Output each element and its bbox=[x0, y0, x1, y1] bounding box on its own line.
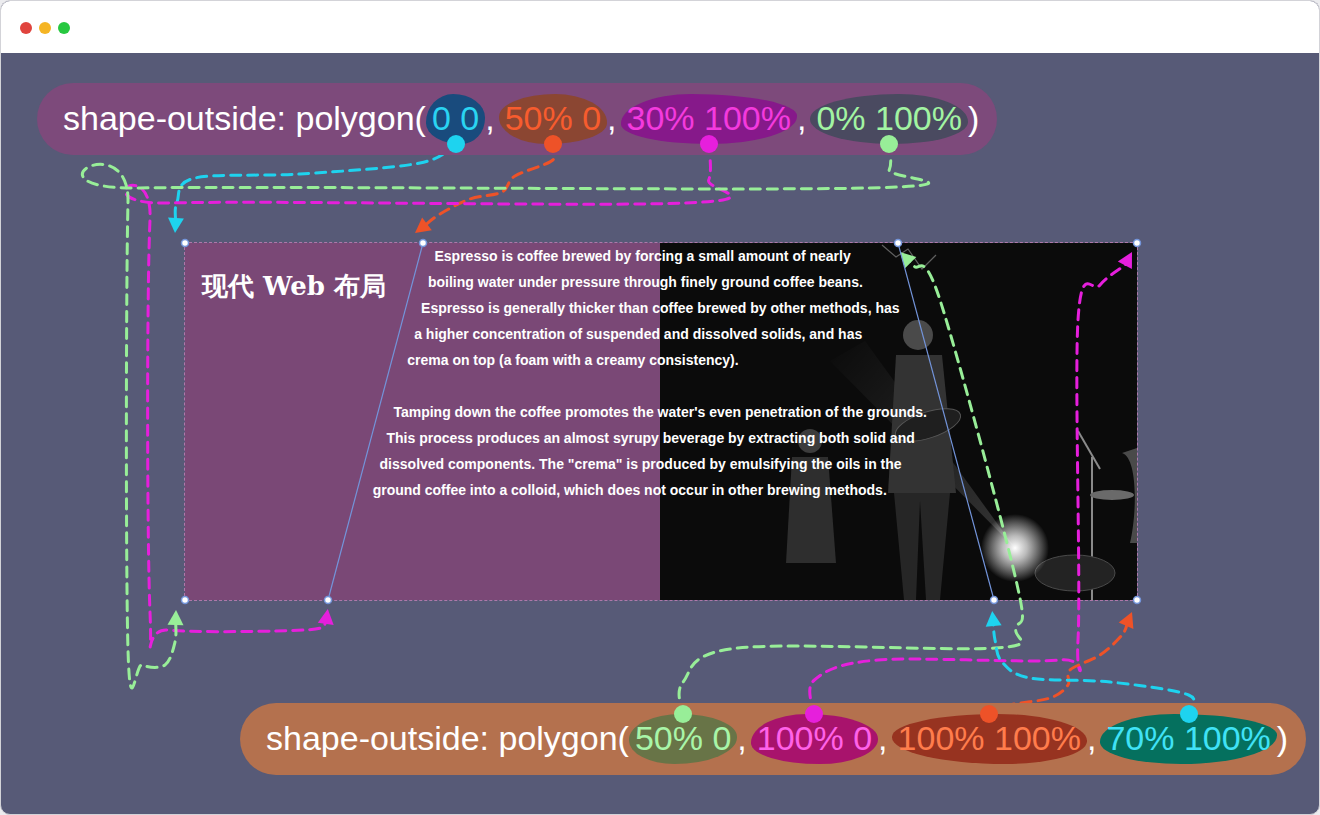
coordinate-value: 50% 0 bbox=[505, 99, 601, 137]
dashed-connector bbox=[989, 612, 1133, 714]
coordinate-value: 0 0 bbox=[432, 99, 479, 137]
dashed-connector bbox=[986, 611, 1195, 714]
coordinate-value: 30% 100% bbox=[627, 99, 791, 137]
connector-line bbox=[175, 144, 455, 222]
value-highlight: 30% 100% bbox=[621, 94, 797, 143]
connector-line bbox=[424, 144, 556, 227]
polygon-points bbox=[182, 240, 1141, 604]
value-highlight: 0 0 bbox=[426, 94, 485, 143]
drum bbox=[1035, 555, 1115, 591]
punctuation: ) bbox=[1277, 720, 1288, 757]
punctuation: , bbox=[1087, 720, 1096, 757]
arrowhead bbox=[1119, 612, 1134, 629]
figure-body bbox=[786, 457, 836, 563]
connector-line bbox=[993, 622, 1194, 714]
arrowhead bbox=[986, 611, 1002, 627]
side-figure bbox=[1122, 448, 1137, 543]
arrowhead bbox=[415, 218, 432, 233]
coordinate-value: 100% 0 bbox=[757, 719, 872, 757]
value-highlight: 50% 0 bbox=[629, 714, 737, 763]
value-highlight: 0% 100% bbox=[810, 94, 968, 143]
spotlight bbox=[981, 514, 1049, 582]
coordinate-value: 0% 100% bbox=[816, 99, 962, 137]
arrowhead bbox=[168, 218, 184, 234]
arrowhead bbox=[168, 610, 184, 625]
window-titlebar bbox=[1, 1, 1319, 53]
body-paragraph: Tamping down the coffee promotes the wat… bbox=[185, 399, 1137, 503]
punctuation: , bbox=[797, 100, 806, 137]
punctuation: ) bbox=[968, 100, 979, 137]
concert-photo bbox=[660, 243, 1137, 600]
mic-arm bbox=[1078, 431, 1100, 469]
light-string bbox=[882, 245, 936, 269]
coordinate-value: 70% 100% bbox=[1106, 719, 1270, 757]
float-region: 现代 Web 布局 bbox=[185, 243, 660, 600]
anchor-dot bbox=[700, 135, 718, 153]
code-pill: shape-outside: polygon(50% 0,100% 0,100%… bbox=[240, 703, 1306, 775]
cymbal bbox=[1090, 490, 1134, 500]
anchor-dot bbox=[880, 135, 898, 153]
coordinate-value: 50% 0 bbox=[635, 719, 731, 757]
css-code: shape-outside: polygon( bbox=[266, 720, 629, 757]
arrowhead bbox=[318, 609, 334, 625]
coordinate-value: 100% 100% bbox=[898, 719, 1081, 757]
value-highlight: 70% 100% bbox=[1100, 714, 1276, 763]
punctuation: , bbox=[607, 100, 616, 137]
body-paragraph: Espresso is coffee brewed by forcing a s… bbox=[185, 243, 1137, 373]
maximize-dot bbox=[58, 22, 70, 34]
demo-heading: 现代 Web 布局 bbox=[202, 270, 386, 302]
css-code: shape-outside: polygon( bbox=[63, 100, 426, 137]
figure-legs bbox=[894, 493, 950, 600]
anchor-dot bbox=[1180, 705, 1198, 723]
photo-ground bbox=[660, 243, 1137, 600]
photo-region bbox=[660, 243, 1137, 600]
close-dot bbox=[20, 22, 32, 34]
anchor-dot bbox=[544, 135, 562, 153]
anchor-dot bbox=[447, 135, 465, 153]
punctuation: , bbox=[485, 100, 494, 137]
dashed-connector bbox=[125, 144, 731, 647]
value-highlight: 100% 100% bbox=[892, 714, 1087, 763]
punctuation: , bbox=[737, 720, 746, 757]
punctuation: , bbox=[878, 720, 887, 757]
layout-demo-box: 现代 Web 布局 Espresso is coffee brewed by f… bbox=[185, 243, 1137, 600]
value-highlight: 100% 0 bbox=[751, 714, 878, 763]
minimize-dot bbox=[39, 22, 51, 34]
figure-head bbox=[903, 320, 933, 350]
value-highlight: 50% 0 bbox=[499, 94, 607, 143]
connector-line bbox=[125, 144, 731, 647]
code-pill: shape-outside: polygon(0 0,50% 0,30% 100… bbox=[37, 83, 997, 155]
